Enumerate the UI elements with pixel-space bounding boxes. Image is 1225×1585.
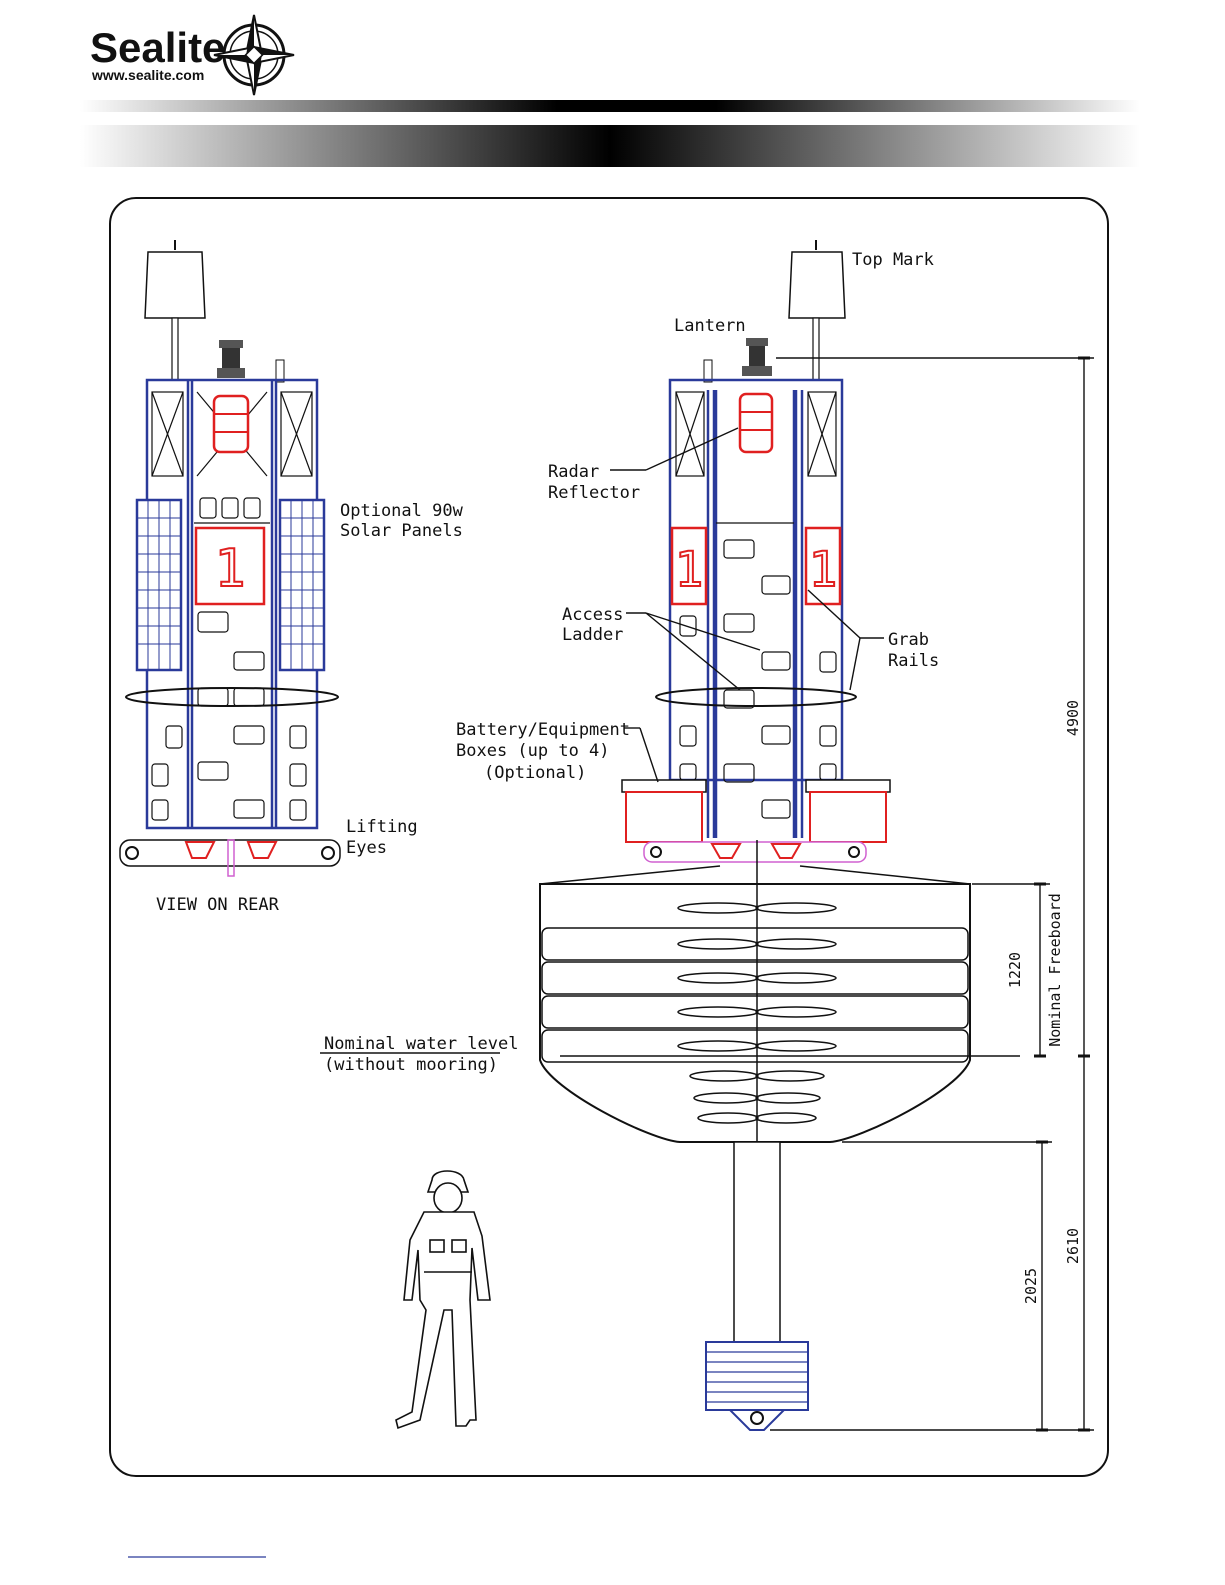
label-lantern: Lantern [674,316,746,336]
front-mark-number-right: 1 [809,542,838,598]
label-battery-line2: Boxes (up to 4) [456,741,610,761]
header-rule [80,100,1140,112]
label-solar-line2: Solar Panels [340,521,463,541]
view-on-rear-title: VIEW ON REAR [156,895,280,915]
rear-mark-number: 1 [214,539,245,599]
title-band [80,125,1140,167]
rear-solar-panel-right [280,500,324,670]
label-water-line1: Nominal water level [324,1034,518,1054]
label-battery-line1: Battery/Equipment [456,720,630,740]
compass-logo-icon [214,15,294,95]
label-lifting-line2: Eyes [346,838,387,858]
rear-solar-panel-left [137,500,181,670]
label-grab-line1: Grab [888,630,929,650]
label-top-mark: Top Mark [852,250,934,270]
drawing-frame [110,198,1108,1476]
front-base [644,842,866,862]
label-solar-line1: Optional 90w [340,501,464,521]
buoy-hull [540,840,970,1142]
front-number-plate-left: 1 [672,528,706,604]
label-radar-line2: Reflector [548,483,640,503]
battery-box-left [622,780,706,842]
header: Sealite www.sealite.com [80,15,1140,167]
freeboard-label: Nominal Freeboard [1046,893,1064,1047]
rear-radar-reflector-icon [214,396,248,452]
battery-box-right [806,780,890,842]
label-battery-line3: (Optional) [484,763,586,783]
label-access-line1: Access [562,605,623,625]
rear-number-plate: 1 [196,528,264,604]
label-lifting-line1: Lifting [346,817,418,837]
dim-lower-inner: 2025 [1022,1268,1040,1304]
brand-website: www.sealite.com [91,67,204,83]
front-mark-number-left: 1 [675,542,704,598]
label-grab-line2: Rails [888,651,939,671]
label-water-line2: (without mooring) [324,1055,498,1075]
label-access-line2: Ladder [562,625,623,645]
brand-name: Sealite [90,24,225,71]
dim-lower-overall: 2610 [1064,1228,1082,1264]
dim-freeboard: 1220 [1006,952,1024,988]
front-radar-reflector-icon [740,394,772,452]
label-radar-line1: Radar [548,462,599,482]
dim-overall: 4900 [1064,700,1082,736]
